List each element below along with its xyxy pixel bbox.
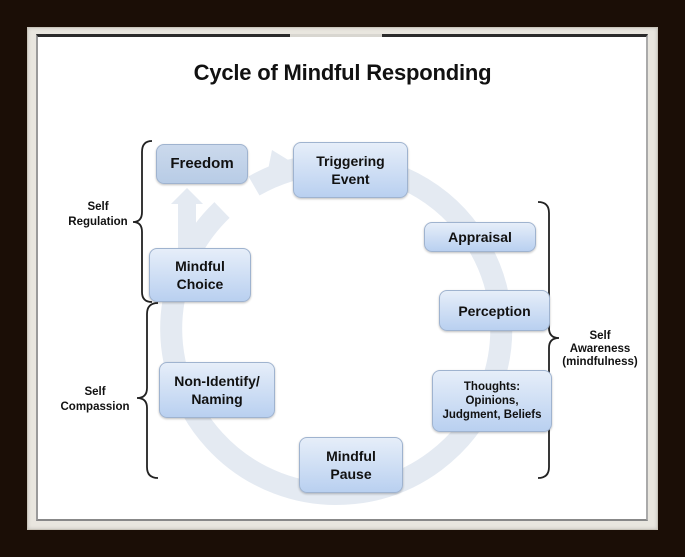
group-label-self-awareness: Self Awareness (mindfulness) [562, 330, 638, 368]
self-awareness-brace [537, 201, 560, 479]
up-arrow-shaft [178, 200, 196, 250]
node-label: Appraisal [448, 229, 512, 245]
node-label: Non-Identify/ Naming [174, 373, 260, 407]
cycle-arrow-head [264, 150, 298, 190]
group-label-self-compassion: Self Compassion [60, 386, 130, 413]
self-compassion-brace [136, 302, 159, 479]
node-thoughts: Thoughts: Opinions, Judgment, Beliefs [432, 370, 552, 432]
node-appraisal: Appraisal [424, 222, 536, 252]
node-label: Thoughts: Opinions, Judgment, Beliefs [442, 381, 542, 421]
diagram-title: Cycle of Mindful Responding [193, 60, 492, 85]
node-triggering-event: Triggering Event [293, 142, 408, 198]
node-non-identify: Non-Identify/ Naming [159, 362, 275, 418]
node-label: Freedom [170, 155, 234, 172]
node-label: Triggering Event [316, 153, 385, 187]
node-perception: Perception [439, 290, 550, 331]
self-regulation-brace [132, 140, 153, 303]
node-mindful-pause: Mindful Pause [299, 437, 403, 493]
node-label: Mindful Choice [175, 258, 225, 292]
group-label-self-regulation: Self Regulation [68, 201, 128, 228]
frame-gap [290, 34, 382, 37]
up-arrow-head [171, 188, 203, 204]
node-mindful-choice: Mindful Choice [149, 248, 251, 302]
node-label: Mindful Pause [326, 448, 376, 482]
node-freedom: Freedom [156, 144, 248, 184]
node-label: Perception [458, 302, 531, 319]
